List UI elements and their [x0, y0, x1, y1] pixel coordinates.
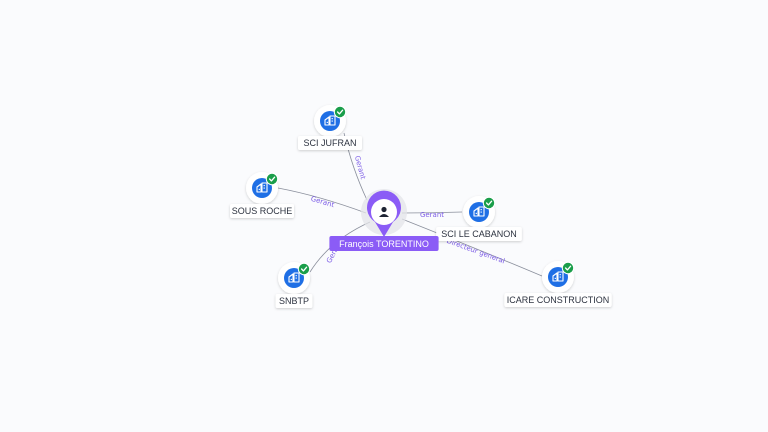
building-icon [288, 272, 300, 283]
company-label: SCI LE CABANON [441, 229, 517, 239]
user-icon [379, 206, 389, 217]
company-label-box [298, 136, 362, 150]
company-node-sci-jufran[interactable]: SCI JUFRAN [298, 105, 362, 150]
company-node-sous-roche[interactable]: SOUS ROCHE [230, 172, 294, 218]
check-badge-icon [561, 261, 575, 275]
person-label-box [329, 236, 439, 251]
edge-label: Gerant [353, 155, 367, 181]
edge-label: Directeur general [445, 237, 505, 266]
edge-sci-le-cabanon: Gerant [401, 211, 463, 219]
edge-line [277, 187, 367, 214]
nodes-layer: SCI JUFRAN SOUS ROCHE SNBTP SCI LE CABANON I… [230, 105, 612, 308]
edge-line [401, 218, 543, 277]
company-label: SNBTP [279, 296, 309, 306]
edge-label: Gerant [420, 211, 444, 219]
person-node[interactable]: François TORENTINO [329, 189, 439, 251]
company-label: SOUS ROCHE [232, 206, 293, 216]
company-label: SCI JUFRAN [303, 138, 356, 148]
building-icon [473, 206, 485, 217]
building-icon [552, 271, 564, 282]
building-icon [324, 115, 336, 126]
check-badge-icon [482, 196, 496, 210]
company-label-box [436, 227, 522, 241]
edge-line [401, 211, 463, 214]
check-badge-icon [333, 105, 347, 119]
edge-label: Gerant [310, 195, 336, 209]
company-label-box [275, 294, 313, 308]
person-label: François TORENTINO [339, 239, 429, 249]
company-label-box [230, 204, 294, 218]
building-icon [256, 182, 268, 193]
check-badge-icon [265, 172, 279, 186]
company-label-box [504, 293, 612, 307]
check-badge-icon [297, 262, 311, 276]
company-node-icare-construction[interactable]: ICARE CONSTRUCTION [504, 261, 612, 307]
company-label: ICARE CONSTRUCTION [507, 295, 610, 305]
company-node-snbtp[interactable]: SNBTP [275, 262, 313, 308]
company-node-sci-le-cabanon[interactable]: SCI LE CABANON [436, 196, 522, 241]
